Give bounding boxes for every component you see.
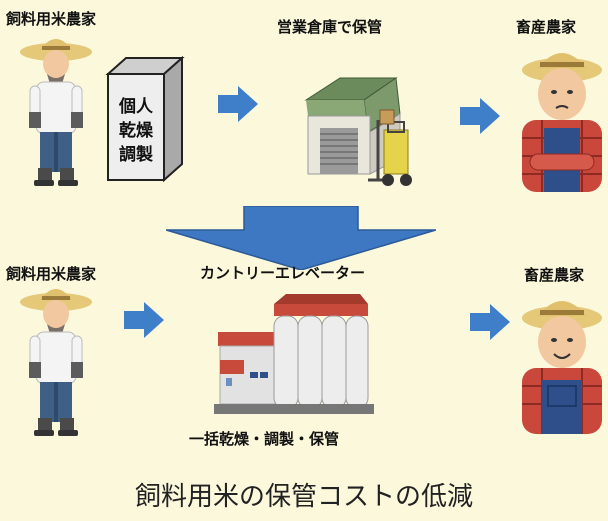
diagram-caption: 飼料用米の保管コストの低減 [134,482,473,512]
dryer-box-icon: 個人 乾燥 調製 [105,56,185,183]
livestock-farmer-icon [522,301,602,434]
arrow-right-icon [218,86,258,122]
arrow-down-icon [166,206,436,270]
grain-elevator-icon [214,294,374,414]
arrow-right-icon [124,302,164,338]
bottom-livestock-label: 畜産農家 [524,266,585,284]
box-text-line-2: 乾燥 [119,120,154,141]
box-text-line-3: 調製 [119,144,153,165]
box-text-line-1: 個人 [118,96,154,117]
elevator-label: カントリーエレベーター [200,264,366,282]
farmer-icon [20,289,92,436]
arrow-right-icon [460,98,500,134]
warehouse-forklift-icon [304,77,412,186]
farmer-icon [20,39,92,186]
top-livestock-label: 畜産農家 [516,18,577,36]
elevator-caption: 一括乾燥・調製・保管 [189,430,340,448]
livestock-farmer-icon [522,53,602,192]
warehouse-label: 営業倉庫で保管 [277,18,383,36]
bottom-farmer-label: 飼料用米農家 [6,265,97,283]
arrow-right-icon [470,304,510,340]
top-farmer-label: 飼料用米農家 [6,10,97,28]
